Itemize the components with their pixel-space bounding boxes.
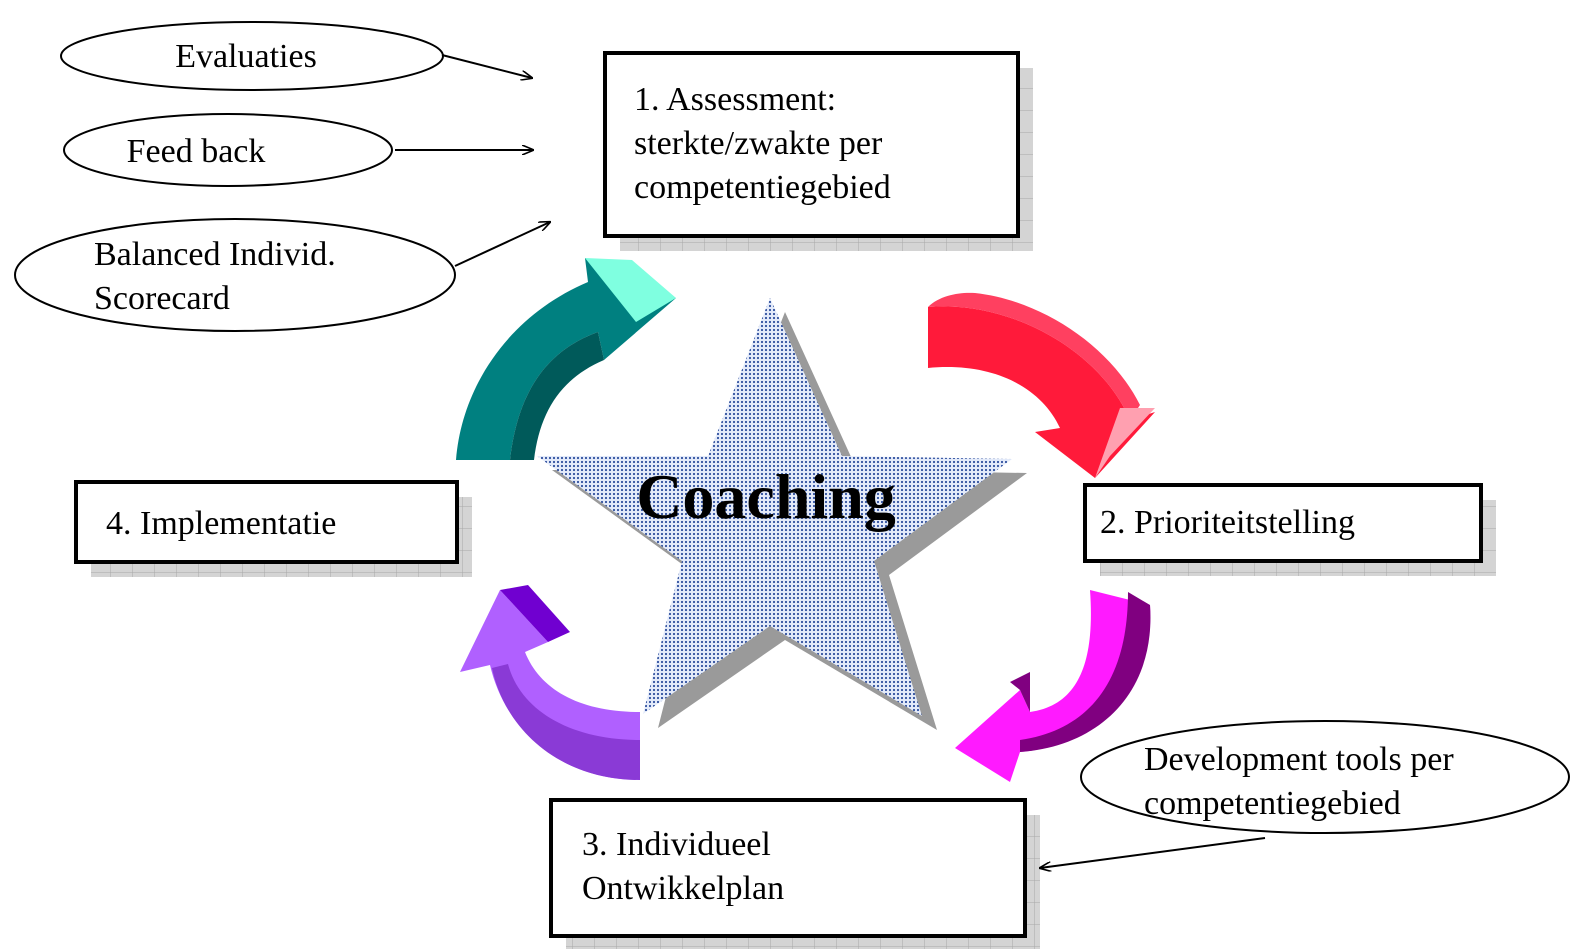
input-scorecard-line-1: Balanced Individ. bbox=[94, 236, 336, 273]
input-development-tools-label: Development tools per competentiegebied bbox=[1144, 741, 1462, 822]
input-feedback-label: Feed back bbox=[127, 133, 266, 170]
input-evaluaties-label: Evaluaties bbox=[175, 38, 317, 75]
step-assessment-box bbox=[603, 51, 1033, 251]
step-assessment-label: 1. Assessment: sterkte/zwakte per compet… bbox=[634, 81, 891, 206]
step-ontwikkelplan-label: 3. Individueel Ontwikkelplan bbox=[582, 826, 784, 907]
step-ontwikkelplan-line-2: Ontwikkelplan bbox=[582, 870, 784, 907]
input-feedback-ellipse bbox=[63, 113, 393, 187]
input-scorecard-line-2: Scorecard bbox=[94, 280, 230, 317]
input-development-tools-line-1: Development tools per bbox=[1144, 741, 1454, 778]
input-scorecard-ellipse bbox=[14, 218, 456, 332]
arrow-prioriteit-to-ontwikkel bbox=[955, 590, 1151, 782]
center-title: Coaching bbox=[636, 461, 896, 532]
coaching-star bbox=[537, 298, 1027, 730]
input-development-tools-ellipse bbox=[1080, 720, 1570, 834]
step-assessment-line-2: sterkte/zwakte per bbox=[634, 125, 883, 162]
input-development-tools-line-2: competentiegebied bbox=[1144, 785, 1401, 822]
step-prioriteit-box bbox=[1083, 483, 1496, 576]
arrow-ontwikkel-to-implementatie bbox=[460, 585, 640, 780]
arrow-assessment-to-prioriteit bbox=[928, 292, 1155, 478]
step-assessment-line-1: 1. Assessment: bbox=[634, 81, 836, 118]
step-prioriteit-label: 2. Prioriteitstelling bbox=[1100, 504, 1355, 541]
step-implementatie-box bbox=[74, 480, 472, 577]
step-ontwikkelplan-box bbox=[549, 798, 1040, 949]
arrow-implementatie-to-assessment bbox=[456, 258, 676, 460]
step-ontwikkelplan-line-1: 3. Individueel bbox=[582, 826, 771, 863]
step-implementatie-label: 4. Implementatie bbox=[106, 505, 336, 542]
connector-scorecard-arrow bbox=[454, 222, 550, 267]
connector-evaluaties-arrow bbox=[441, 54, 532, 78]
input-scorecard-label: Balanced Individ. Scorecard bbox=[94, 236, 344, 317]
step-assessment-line-3: competentiegebied bbox=[634, 169, 891, 206]
connector-development-tools-arrow bbox=[1040, 837, 1266, 868]
